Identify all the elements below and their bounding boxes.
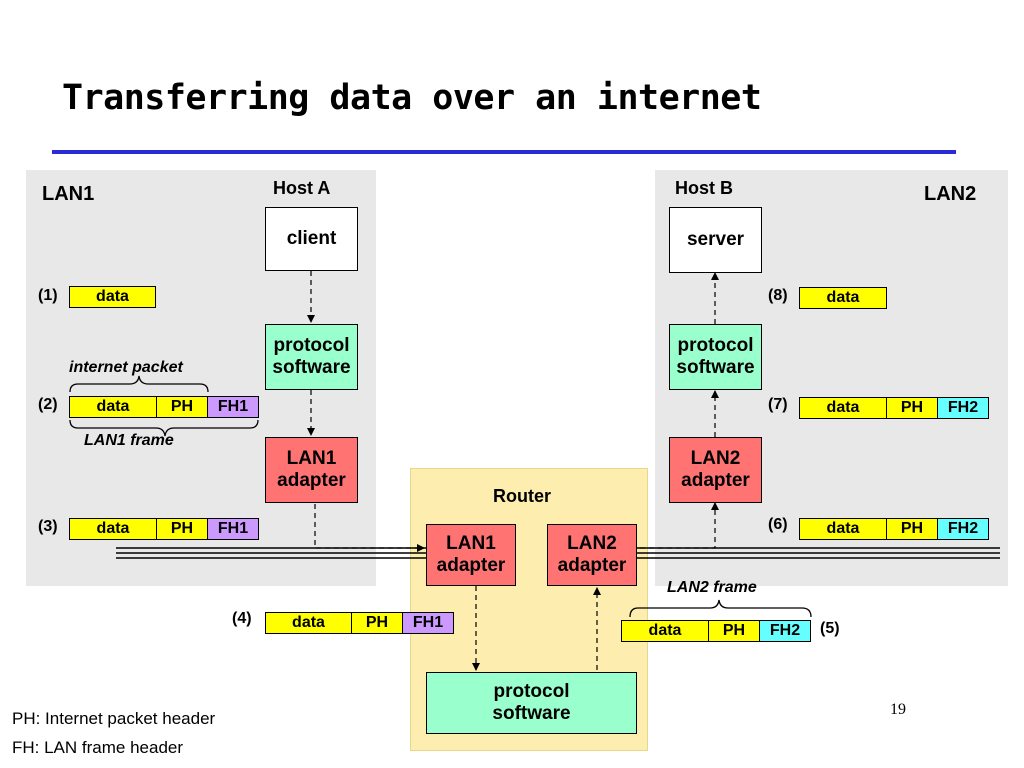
router-adapter2-line1: LAN2: [567, 533, 617, 554]
host-a-protocol-line2: software: [272, 357, 351, 378]
host-a-protocol-line1: protocol: [273, 335, 350, 356]
fh1-segment: FH1: [207, 396, 259, 418]
step-5-frame: data PH FH2: [621, 620, 811, 642]
data-segment: data: [621, 620, 709, 642]
host-b-adapter-line1: LAN2: [690, 448, 741, 469]
data-segment: data: [265, 612, 352, 634]
router-protocol-line2: software: [492, 703, 571, 724]
lan1-frame-brace: [69, 419, 259, 437]
step-1-number: (1): [38, 287, 58, 304]
router-protocol-line1: protocol: [493, 681, 570, 702]
lan2-cable: [636, 547, 1000, 559]
step-6-frame: data PH FH2: [799, 518, 989, 540]
data-segment: data: [69, 518, 157, 540]
data-segment: data: [69, 286, 156, 308]
lan2-frame-brace: [629, 599, 812, 618]
step-7-number: (7): [768, 396, 788, 413]
legend-ph: PH: Internet packet header: [12, 709, 216, 728]
client-box-label: client: [286, 228, 337, 249]
step-5-number: (5): [820, 620, 840, 637]
host-a-label: Host A: [273, 178, 331, 198]
router-adapter1-line1: LAN1: [446, 533, 496, 554]
slide-title: Transferring data over an internet: [62, 78, 762, 118]
host-b-adapter-line2: adapter: [681, 470, 750, 491]
step-6-number: (6): [768, 516, 788, 533]
fh2-segment: FH2: [759, 620, 811, 642]
step-4-number: (4): [232, 610, 252, 627]
legend-fh: FH: LAN frame header: [12, 738, 184, 757]
ph-segment: PH: [708, 620, 760, 642]
ph-segment: PH: [886, 397, 938, 419]
lan2-label: LAN2: [924, 183, 977, 205]
server-box: server: [669, 207, 762, 273]
router-adapter1-line2: adapter: [436, 555, 506, 576]
lan1-cable: [116, 547, 426, 559]
server-box-label: server: [686, 229, 745, 250]
fh2-segment: FH2: [937, 397, 989, 419]
step-4-frame: data PH FH1: [265, 612, 454, 634]
title-underline: [52, 150, 956, 154]
step-7-frame: data PH FH2: [799, 397, 989, 419]
fh1-segment: FH1: [207, 518, 259, 540]
client-box: client: [265, 207, 358, 271]
step-8-number: (8): [768, 287, 788, 304]
router-adapter2-line2: adapter: [557, 555, 627, 576]
router-label: Router: [493, 486, 551, 506]
host-a-adapter-line2: adapter: [277, 470, 346, 491]
step-3-frame: data PH FH1: [69, 518, 259, 540]
page-number: 19: [890, 701, 906, 718]
data-segment: data: [799, 287, 887, 309]
step-8-frame: data: [799, 287, 887, 309]
host-b-label: Host B: [675, 178, 733, 198]
lan1-label: LAN1: [42, 183, 95, 205]
ph-segment: PH: [351, 612, 403, 634]
step-2-number: (2): [38, 396, 58, 413]
ph-segment: PH: [156, 518, 208, 540]
data-segment: data: [799, 397, 887, 419]
ph-segment: PH: [886, 518, 938, 540]
fh2-segment: FH2: [937, 518, 989, 540]
ph-segment: PH: [156, 396, 208, 418]
data-segment: data: [799, 518, 887, 540]
lan2-frame-label: LAN2 frame: [667, 579, 757, 596]
internet-packet-brace: [69, 375, 209, 393]
arrow-router-to-adapter-b: [640, 502, 719, 549]
arrow-adapter-a-to-router: [314, 504, 425, 552]
host-b-protocol-line1: protocol: [677, 335, 754, 356]
lan1-frame-label: LAN1 frame: [84, 432, 174, 449]
data-segment: data: [69, 396, 157, 418]
host-a-adapter-line1: LAN1: [286, 448, 337, 469]
step-1-frame: data: [69, 286, 156, 308]
host-b-protocol-line2: software: [676, 357, 755, 378]
step-3-number: (3): [38, 518, 58, 535]
fh1-segment: FH1: [402, 612, 454, 634]
step-2-frame: data PH FH1: [69, 396, 259, 418]
internet-packet-label: internet packet: [69, 359, 183, 376]
